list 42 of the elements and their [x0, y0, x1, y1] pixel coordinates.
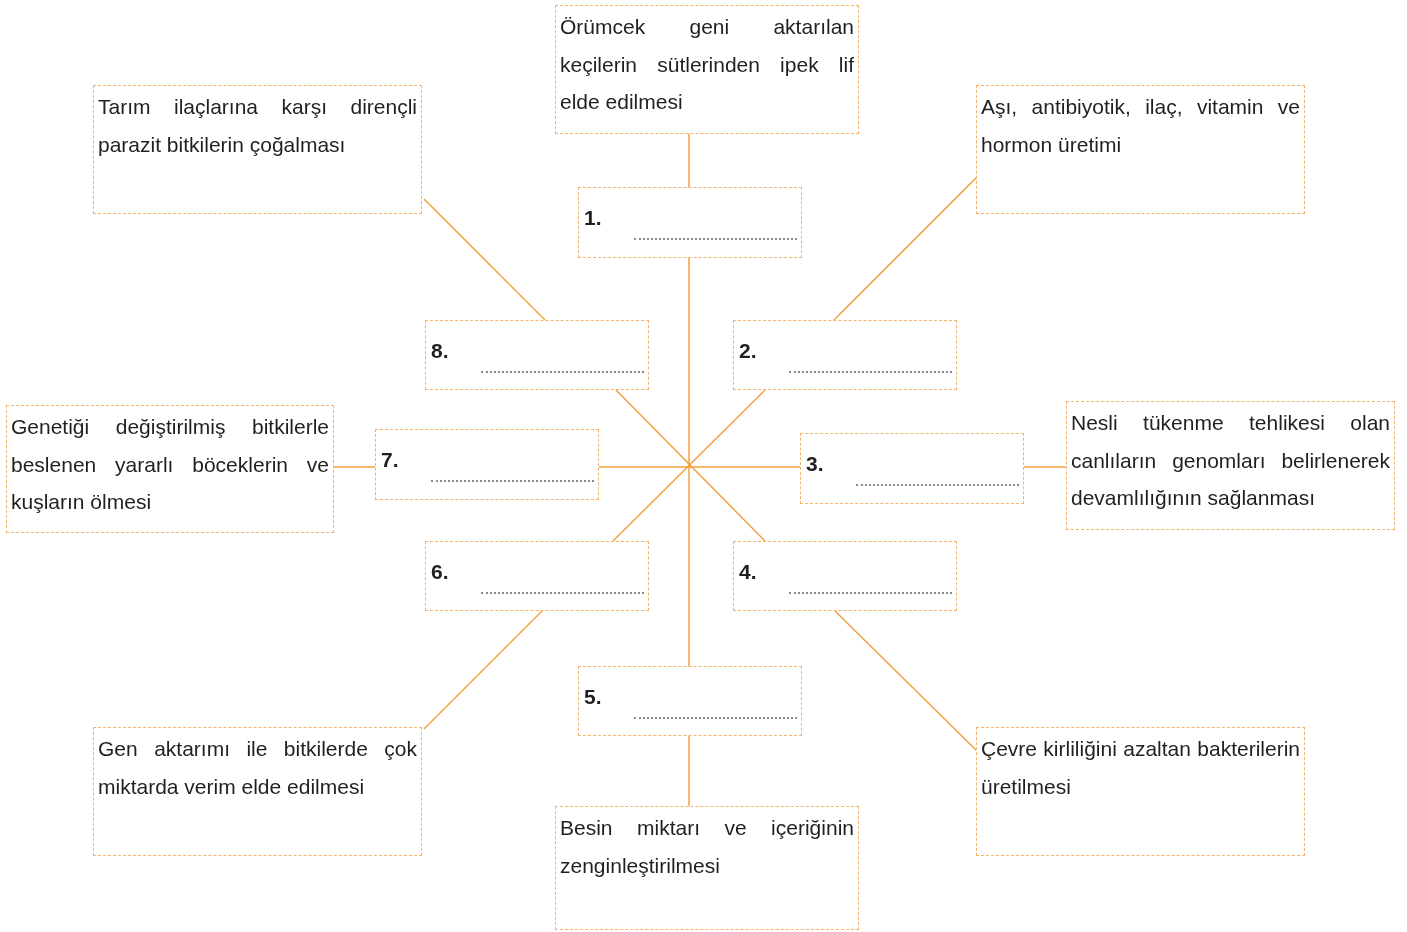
- connector-line: [834, 610, 977, 751]
- answer-box: [375, 429, 599, 500]
- text-box: [555, 806, 859, 930]
- item-number: 6.: [431, 560, 449, 584]
- item-number: 8.: [431, 339, 449, 363]
- text-box: [976, 85, 1305, 214]
- connector-line: [688, 735, 690, 807]
- statement-text: Çevre kirliliğini azaltan bakterilerin üretilmesi: [980, 736, 1301, 800]
- answer-box: [425, 541, 649, 611]
- statement-text: Genetiği değiştirilmiş bitkilerle beslenen yararlı böceklerin ve kuşların ölmesi: [10, 414, 330, 515]
- text-box: [1066, 401, 1395, 530]
- item-number: 1.: [584, 206, 602, 230]
- text-box: [976, 727, 1305, 856]
- item-number: 5.: [584, 685, 602, 709]
- answer-box: [578, 187, 802, 258]
- statement-text: Aşı, antibiyotik, ilaç, vitamin ve hormon üretimi: [980, 94, 1301, 158]
- item-number: 7.: [381, 448, 399, 472]
- connector-line: [688, 257, 690, 667]
- statement-text: Tarım ilaçlarına karşı dirençli parazit bitkilerin çoğalması: [97, 94, 418, 158]
- answer-box: [578, 666, 802, 736]
- statement-text: Besin miktarı ve içeriğinin zenginleştirilmesi: [559, 815, 855, 879]
- connector-line: [423, 610, 543, 730]
- connector-line: [833, 177, 977, 321]
- statement-text: Örümcek geni aktarılan keçilerin sütlerinden ipek lif elde edilmesi: [559, 14, 855, 115]
- answer-box: [733, 320, 957, 390]
- connector-line: [333, 466, 376, 468]
- statement-text: Gen aktarımı ile bitkilerde çok miktarda verim elde edilmesi: [97, 736, 418, 800]
- item-number: 4.: [739, 560, 757, 584]
- connector-line: [688, 133, 690, 188]
- text-box: [93, 85, 422, 214]
- text-box: [555, 5, 859, 134]
- connector-line: [423, 198, 546, 321]
- answer-box: [733, 541, 957, 611]
- item-number: 3.: [806, 452, 824, 476]
- answer-box: [425, 320, 649, 390]
- text-box: [93, 727, 422, 856]
- connector-line: [598, 466, 801, 468]
- connector-line: [1023, 466, 1067, 468]
- text-box: [6, 405, 334, 533]
- item-number: 2.: [739, 339, 757, 363]
- answer-box: [800, 433, 1024, 504]
- statement-text: Nesli tükenme tehlikesi olan canlıların genomları belirlenerek devamlılığının sağlanması: [1070, 410, 1391, 511]
